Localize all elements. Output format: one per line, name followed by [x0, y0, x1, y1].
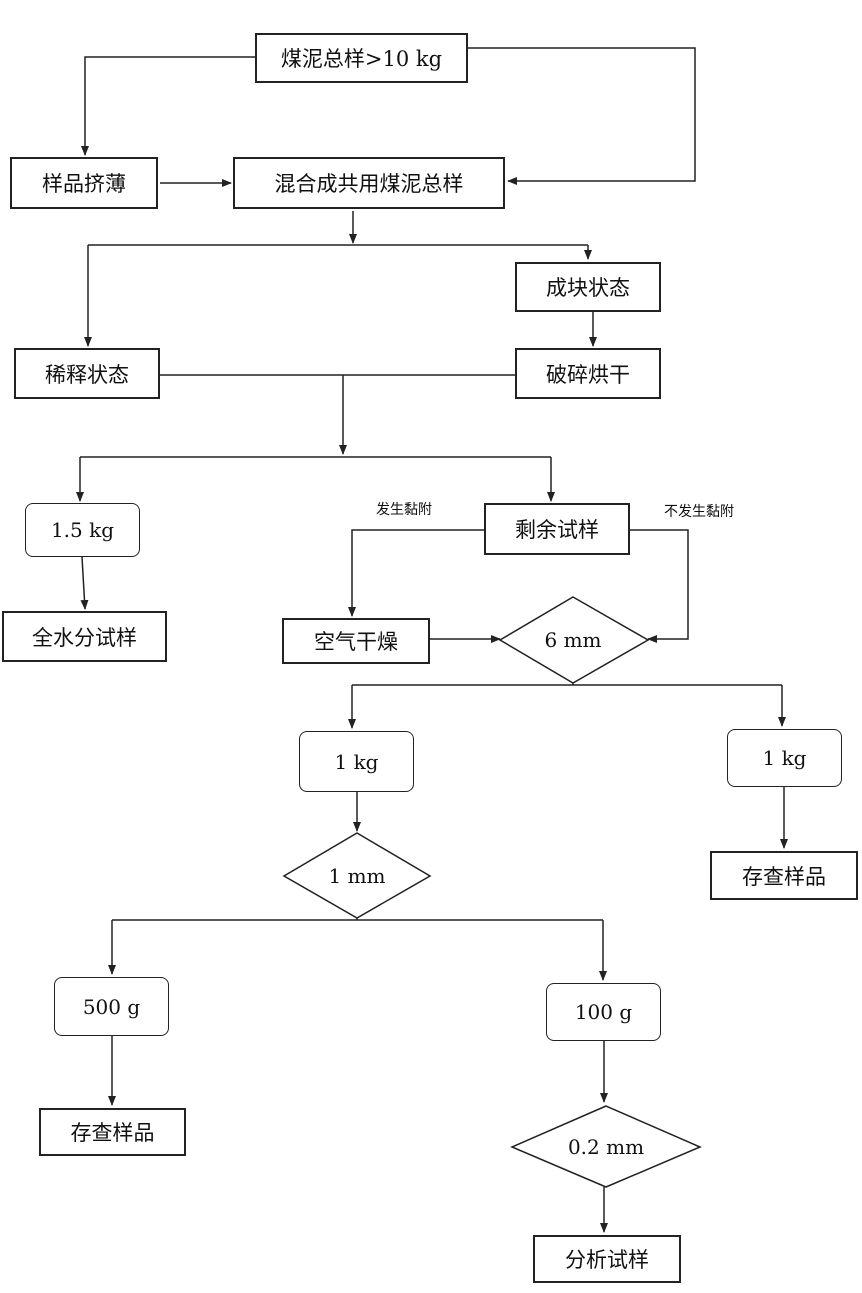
edge-remaining-to-airdry — [348, 529, 484, 617]
edge-total-to-squeeze — [81, 56, 255, 156]
edge-remaining-to-6mm — [629, 529, 689, 643]
edge-1-5kg-to-water — [80, 556, 89, 610]
node-air-dry: 空气干燥 — [282, 618, 430, 664]
node-crush-dry: 破碎烘干 — [515, 348, 661, 399]
decision-6mm: 6 mm — [544, 628, 602, 652]
decision-1mm-shape — [282, 832, 432, 919]
node-archive-right: 存查样品 — [710, 851, 858, 900]
node-total-sample: 煤泥总样>10 kg — [255, 33, 468, 83]
decision-0-2mm: 0.2 mm — [567, 1135, 645, 1159]
edge-total-to-mix — [468, 47, 696, 185]
node-total-water: 全水分试样 — [2, 611, 167, 662]
node-dilute-state: 稀释状态 — [14, 348, 160, 399]
decision-0-2mm-shape — [510, 1105, 702, 1188]
node-archive-left: 存查样品 — [39, 1108, 186, 1156]
decision-1mm: 1 mm — [328, 864, 386, 888]
label-adhesion: 发生黏附 — [376, 502, 432, 518]
node-mix: 混合成共用煤泥总样 — [233, 157, 505, 209]
node-1kg-right: 1 kg — [727, 729, 842, 787]
node-1-5kg: 1.5 kg — [25, 503, 140, 557]
label-no-adhesion: 不发生黏附 — [664, 504, 734, 520]
node-squeeze: 样品挤薄 — [10, 157, 158, 209]
node-analysis: 分析试样 — [533, 1235, 681, 1283]
node-remaining: 剩余试样 — [484, 503, 630, 555]
node-1kg-left: 1 kg — [299, 731, 414, 792]
node-100g: 100 g — [546, 983, 661, 1041]
node-lump-state: 成块状态 — [515, 262, 661, 312]
node-500g: 500 g — [54, 977, 169, 1036]
decision-6mm-shape — [498, 596, 650, 684]
